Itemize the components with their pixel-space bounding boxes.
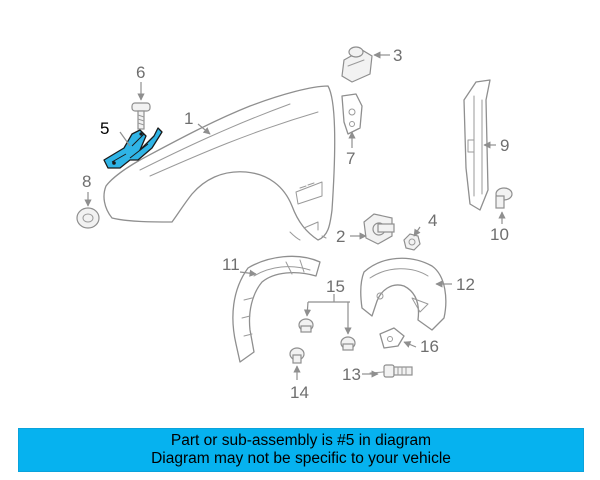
callout-8: 8 [82, 172, 91, 191]
push-clip-part-10[interactable] [495, 187, 513, 209]
callout-14: 14 [290, 383, 309, 402]
bracket-part-16[interactable] [379, 327, 405, 349]
trim-panel-part-9[interactable] [463, 79, 491, 211]
banner-line-disclaimer: Diagram may not be specific to your vehi… [151, 450, 451, 467]
clip-nut-part-3[interactable] [341, 46, 373, 83]
bolt-part-13[interactable] [369, 364, 413, 378]
callout-12: 12 [456, 275, 475, 294]
callout-5: 5 [100, 119, 109, 138]
leader-lines [84, 51, 506, 380]
callout-9: 9 [500, 136, 509, 155]
wheel-liner-part-12[interactable] [360, 257, 447, 331]
stud-part-2[interactable] [363, 213, 395, 245]
nut-part-4[interactable] [403, 233, 421, 251]
callout-16: 16 [420, 337, 439, 356]
callout-13: 13 [342, 365, 361, 384]
callout-3: 3 [393, 46, 402, 65]
fender-part[interactable] [103, 85, 336, 241]
clip-part-15b[interactable] [340, 336, 356, 351]
callout-1: 1 [184, 109, 193, 128]
banner-line-part-number: Part or sub-assembly is #5 in diagram [170, 432, 432, 449]
callout-15: 15 [326, 277, 345, 296]
bracket-part-7[interactable] [341, 93, 363, 135]
callout-labels: 1 2 3 4 5 6 7 8 9 10 11 12 13 14 15 16 [82, 46, 509, 402]
callout-7: 7 [346, 149, 355, 168]
info-banner: Part or sub-assembly is #5 in diagram Di… [18, 428, 584, 472]
fender-bracket-part[interactable] [103, 127, 163, 169]
screw-part-6[interactable] [131, 102, 151, 130]
wheel-liner-part-11[interactable] [232, 255, 321, 363]
callout-6: 6 [136, 63, 145, 82]
grommet-part-8[interactable] [76, 207, 100, 229]
callout-11: 11 [222, 255, 240, 274]
callout-4: 4 [428, 211, 437, 230]
callout-10: 10 [490, 225, 509, 244]
screw-part-14[interactable] [289, 347, 305, 364]
clip-part-15a[interactable] [298, 318, 314, 333]
callout-2: 2 [336, 227, 345, 246]
